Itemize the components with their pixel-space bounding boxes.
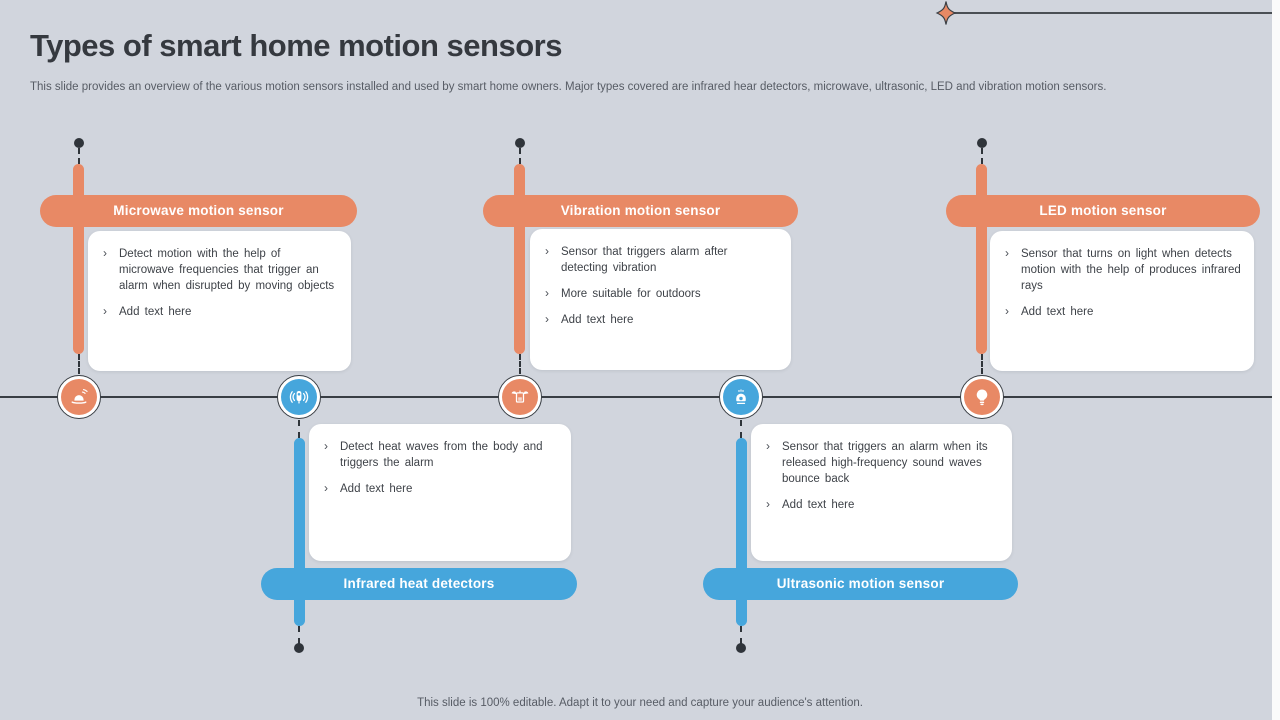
siren-alarm-icon bbox=[61, 379, 97, 415]
bullet-marker: › bbox=[545, 286, 549, 301]
timeline-endpoint-dot bbox=[736, 643, 746, 653]
bullet-text: Detect heat waves from the body and trig… bbox=[340, 441, 543, 470]
timeline-endpoint-dot bbox=[515, 138, 525, 148]
bullet-text: Add text here bbox=[1021, 306, 1094, 319]
bullet-item[interactable]: › Add text here bbox=[324, 481, 559, 497]
timeline-node bbox=[277, 375, 321, 419]
dashed-connector bbox=[740, 626, 742, 644]
bullet-item[interactable]: › Add text here bbox=[103, 304, 339, 320]
dashed-connector bbox=[78, 354, 80, 374]
sparkle-star-icon bbox=[935, 1, 957, 25]
vibration-alarm-icon bbox=[502, 379, 538, 415]
decorative-line bbox=[952, 12, 1272, 14]
bullet-text: Detect motion with the help of microwave… bbox=[119, 248, 335, 293]
page-title: Types of smart home motion sensors bbox=[30, 28, 562, 63]
slide-edge-strip bbox=[1272, 0, 1280, 720]
bullet-item[interactable]: › Add text here bbox=[1005, 304, 1242, 320]
bullet-text: Sensor that triggers an alarm when its r… bbox=[782, 441, 988, 486]
timeline-node bbox=[960, 375, 1004, 419]
sensor-title-pill[interactable]: LED motion sensor bbox=[946, 195, 1260, 227]
light-bulb-icon bbox=[964, 379, 1000, 415]
bullet-item[interactable]: › Add text here bbox=[545, 312, 779, 328]
timeline-endpoint-dot bbox=[74, 138, 84, 148]
bullet-item: › Sensor that triggers alarm after detec… bbox=[545, 244, 779, 276]
page-subtitle: This slide provides an overview of the v… bbox=[30, 81, 1107, 93]
connector-bar bbox=[736, 438, 747, 626]
bullet-marker: › bbox=[1005, 304, 1009, 319]
dome-sensor-icon bbox=[723, 379, 759, 415]
bullet-text: Add text here bbox=[782, 499, 855, 512]
bullet-item: › More suitable for outdoors bbox=[545, 286, 779, 302]
bullet-marker: › bbox=[324, 439, 328, 453]
bullet-item: › Sensor that triggers an alarm when its… bbox=[766, 439, 1000, 487]
connector-bar bbox=[73, 164, 84, 354]
bullet-text: Sensor that triggers alarm after detecti… bbox=[561, 246, 728, 275]
connector-bar bbox=[514, 164, 525, 354]
bullet-marker: › bbox=[766, 439, 770, 453]
bullet-marker: › bbox=[103, 246, 107, 260]
timeline-axis bbox=[0, 396, 1272, 398]
bullet-text: Sensor that turns on light when detects … bbox=[1021, 248, 1241, 293]
bullet-text: More suitable for outdoors bbox=[561, 288, 701, 301]
sensor-title-pill[interactable]: Microwave motion sensor bbox=[40, 195, 357, 227]
dashed-connector bbox=[519, 354, 521, 374]
bullet-item: › Detect motion with the help of microwa… bbox=[103, 246, 339, 294]
sensor-title-pill[interactable]: Ultrasonic motion sensor bbox=[703, 568, 1018, 600]
bullet-item[interactable]: › Add text here bbox=[766, 497, 1000, 513]
timeline-endpoint-dot bbox=[294, 643, 304, 653]
bullet-text: Add text here bbox=[340, 483, 413, 496]
bullet-marker: › bbox=[545, 312, 549, 327]
timeline-node bbox=[498, 375, 542, 419]
sensor-card[interactable]: › Detect heat waves from the body and tr… bbox=[309, 424, 571, 561]
timeline-node bbox=[719, 375, 763, 419]
bullet-marker: › bbox=[766, 497, 770, 512]
bullet-item: › Sensor that turns on light when detect… bbox=[1005, 246, 1242, 294]
dashed-connector bbox=[298, 626, 300, 644]
dashed-connector bbox=[740, 420, 742, 438]
sensor-title-pill[interactable]: Infrared heat detectors bbox=[261, 568, 577, 600]
dashed-connector bbox=[298, 420, 300, 438]
bullet-marker: › bbox=[1005, 246, 1009, 260]
sensor-card[interactable]: › Sensor that turns on light when detect… bbox=[990, 231, 1254, 371]
connector-bar bbox=[294, 438, 305, 626]
sensor-card[interactable]: › Sensor that triggers an alarm when its… bbox=[751, 424, 1012, 561]
dashed-connector bbox=[981, 354, 983, 374]
sensor-title-pill[interactable]: Vibration motion sensor bbox=[483, 195, 798, 227]
dashed-connector bbox=[519, 148, 521, 164]
bullet-marker: › bbox=[324, 481, 328, 496]
sensor-card[interactable]: › Detect motion with the help of microwa… bbox=[88, 231, 351, 371]
bullet-text: Add text here bbox=[561, 314, 634, 327]
timeline-node bbox=[57, 375, 101, 419]
bullet-item: › Detect heat waves from the body and tr… bbox=[324, 439, 559, 471]
dashed-connector bbox=[981, 148, 983, 164]
bullet-marker: › bbox=[103, 304, 107, 319]
timeline-endpoint-dot bbox=[977, 138, 987, 148]
dashed-connector bbox=[78, 148, 80, 164]
sensor-card[interactable]: › Sensor that triggers alarm after detec… bbox=[530, 229, 791, 370]
motion-detector-icon bbox=[281, 379, 317, 415]
bullet-marker: › bbox=[545, 244, 549, 258]
bullet-text: Add text here bbox=[119, 306, 192, 319]
connector-bar bbox=[976, 164, 987, 354]
slide-footer-note: This slide is 100% editable. Adapt it to… bbox=[417, 697, 863, 709]
